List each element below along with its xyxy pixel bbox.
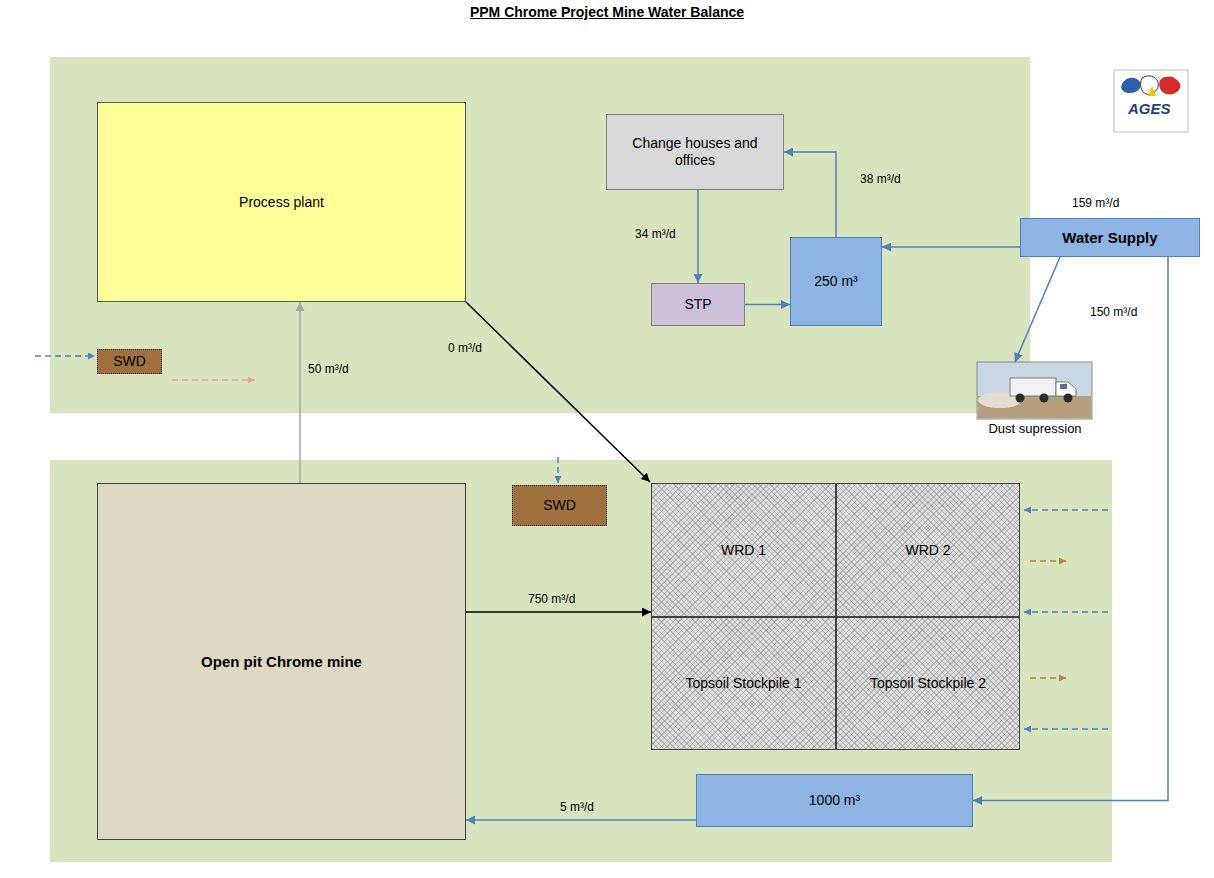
stockpile-box: Topsoil Stockpile 1 bbox=[651, 617, 836, 750]
logo-shape bbox=[1159, 77, 1180, 95]
flow-arrow bbox=[784, 152, 836, 237]
node-text: Topsoil Stockpile 2 bbox=[870, 675, 986, 692]
flow-arrow bbox=[882, 246, 1020, 248]
truck-window bbox=[1060, 384, 1067, 389]
pit-box: Open pit Chrome mine bbox=[97, 483, 466, 840]
flow-rate-label: 38 m³/d bbox=[860, 172, 901, 186]
flow-arrow bbox=[745, 304, 790, 306]
diagram-title: PPM Chrome Project Mine Water Balance bbox=[0, 4, 1214, 20]
flow-rate-label: 159 m³/d bbox=[1072, 196, 1119, 210]
logo-shape bbox=[1121, 78, 1140, 93]
node-text: Topsoil Stockpile 1 bbox=[686, 675, 802, 692]
node-text: WRD 1 bbox=[721, 542, 766, 559]
node-text: Dust supression bbox=[988, 421, 1081, 437]
flow-arrow bbox=[697, 190, 699, 283]
logo-shape bbox=[1141, 76, 1159, 94]
node-text: Change houses and offices bbox=[627, 135, 763, 169]
node-text: 250 m³ bbox=[814, 273, 858, 290]
node-text: Process plant bbox=[239, 194, 324, 211]
truck-wheel bbox=[1016, 394, 1025, 403]
inflow-arrow bbox=[1024, 509, 1108, 511]
flow-arrow bbox=[466, 611, 651, 613]
dump-box: WRD 1 bbox=[651, 483, 836, 617]
inflow-arrow bbox=[557, 457, 559, 483]
flow-rate-label: 750 m³/d bbox=[528, 592, 575, 606]
truck-wheel bbox=[1064, 394, 1073, 403]
truck-tank bbox=[1010, 378, 1056, 396]
surface-area-band bbox=[50, 57, 1030, 413]
node-text: Open pit Chrome mine bbox=[201, 653, 362, 671]
flow-arrow bbox=[299, 302, 301, 483]
truck-cab bbox=[1056, 382, 1076, 396]
outflow-arrow bbox=[1030, 677, 1066, 679]
picture-sky bbox=[977, 362, 1092, 419]
flow-rate-label: 150 m³/d bbox=[1090, 305, 1137, 319]
logo-text: AGES bbox=[1128, 100, 1171, 118]
company-logo bbox=[1114, 70, 1188, 132]
dump-box: WRD 2 bbox=[836, 483, 1020, 617]
flow-arrow bbox=[1015, 257, 1060, 362]
node-text: WRD 2 bbox=[905, 542, 950, 559]
flow-rate-label: 0 m³/d bbox=[446, 341, 484, 355]
logo-shape bbox=[1148, 86, 1156, 96]
dam-box: SWD bbox=[512, 485, 607, 526]
flow-rate-label: 5 m³/d bbox=[560, 800, 594, 814]
dam-box: SWD bbox=[97, 349, 162, 374]
water-source-box: Water Supply bbox=[1020, 218, 1200, 257]
node-text: SWD bbox=[113, 353, 146, 370]
process-box: Process plant bbox=[97, 102, 466, 302]
inflow-arrow bbox=[1024, 611, 1108, 613]
outflow-arrow bbox=[172, 379, 255, 381]
inflow-arrow bbox=[1024, 728, 1108, 730]
treatment-box: STP bbox=[651, 283, 745, 326]
node-text: Water Supply bbox=[1062, 229, 1157, 247]
flow-rate-label: 50 m³/d bbox=[308, 362, 349, 376]
node-text: STP bbox=[684, 296, 711, 313]
storage-tank: 250 m³ bbox=[790, 237, 882, 326]
storage-tank: 1000 m³ bbox=[696, 774, 973, 827]
node-text: SWD bbox=[543, 497, 576, 514]
truck-picture bbox=[977, 362, 1092, 419]
dust-suppression-picture: Dust supression bbox=[977, 362, 1093, 441]
node-text: 1000 m³ bbox=[809, 792, 860, 809]
mining-area-band bbox=[50, 460, 1112, 862]
truck-wheel bbox=[1040, 394, 1049, 403]
outflow-arrow bbox=[1030, 560, 1066, 562]
flow-rate-label: 34 m³/d bbox=[635, 227, 676, 241]
inflow-arrow bbox=[35, 355, 95, 357]
stockpile-box: Topsoil Stockpile 2 bbox=[836, 617, 1020, 750]
facility-box: Change houses and offices bbox=[606, 114, 784, 190]
flow-arrow bbox=[466, 819, 696, 821]
flow-arrow bbox=[466, 302, 650, 482]
logo-frame bbox=[1114, 70, 1188, 132]
